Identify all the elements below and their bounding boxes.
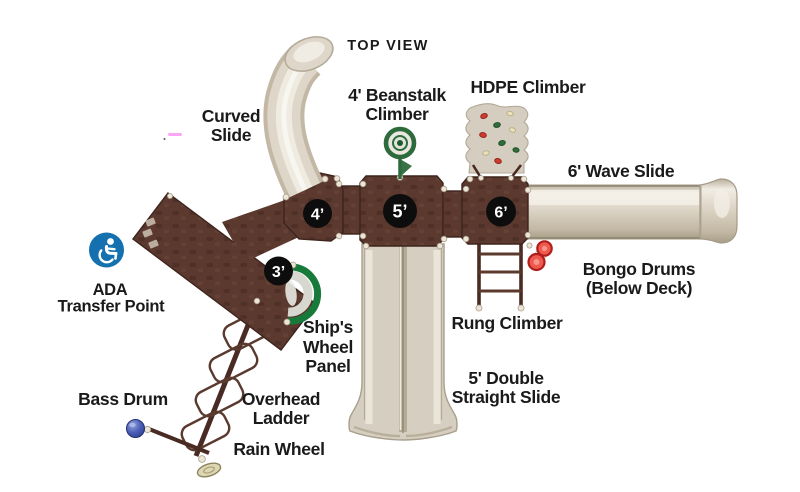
bass-drum bbox=[126, 419, 145, 438]
label-hdpe-climber: HDPE Climber bbox=[470, 77, 586, 97]
label-wave-slide: 6' Wave Slide bbox=[568, 161, 675, 181]
ladder-crossbar bbox=[148, 427, 210, 455]
deck-badge-5-label: 5’ bbox=[392, 202, 407, 222]
deck-badge-6 bbox=[486, 196, 516, 227]
label-ships-wheel-line1: Ship's bbox=[303, 317, 354, 337]
label-overhead-line2: Ladder bbox=[253, 408, 310, 428]
page-title: TOP VIEW bbox=[347, 38, 429, 54]
deck-badge-4 bbox=[303, 199, 332, 228]
wave-slide bbox=[525, 178, 738, 244]
label-ada-line1: ADA bbox=[93, 281, 128, 299]
bongo-drums bbox=[526, 240, 553, 272]
deck-ramp bbox=[222, 200, 301, 262]
pink-artifact-mark bbox=[163, 133, 182, 140]
label-beanstalk-line1: 4' Beanstalk bbox=[348, 85, 446, 105]
wheelchair-icon bbox=[89, 232, 124, 268]
rung-climber bbox=[475, 242, 525, 312]
deck-badge-6-label: 6’ bbox=[494, 205, 507, 222]
double-straight-slide bbox=[348, 243, 458, 441]
label-double-slide-line2: Straight Slide bbox=[452, 387, 561, 407]
deck-badge-4-label: 4’ bbox=[311, 207, 324, 224]
ada-transfer-steps bbox=[142, 217, 159, 249]
label-ada-line2: Transfer Point bbox=[58, 298, 166, 316]
label-beanstalk-line2: Climber bbox=[365, 104, 429, 124]
label-bongo-line1: Bongo Drums bbox=[583, 259, 696, 279]
label-bass-drum: Bass Drum bbox=[78, 389, 168, 409]
ships-wheel-panel bbox=[283, 261, 322, 326]
label-overhead-line1: Overhead bbox=[242, 389, 320, 409]
label-ships-wheel-line3: Panel bbox=[305, 356, 350, 376]
deck-badge-3 bbox=[264, 256, 293, 286]
deck-badge-3-label: 3’ bbox=[272, 264, 285, 281]
label-rung-climber: Rung Climber bbox=[451, 313, 563, 333]
hdpe-climbing-holds bbox=[479, 110, 520, 164]
label-rain-wheel: Rain Wheel bbox=[233, 439, 324, 459]
label-curved-slide-line1: Curved bbox=[202, 106, 261, 126]
rain-wheel bbox=[196, 462, 222, 478]
label-double-slide-line1: 5' Double bbox=[468, 368, 544, 388]
hdpe-climber-panel bbox=[465, 103, 529, 179]
labels: TOP VIEW Curved Slide 4' Beanstalk Climb… bbox=[58, 38, 696, 459]
curved-slide bbox=[263, 36, 334, 201]
label-bongo-line2: (Below Deck) bbox=[586, 278, 692, 298]
overhead-ladder bbox=[143, 299, 273, 463]
deck-badges: 3’ 4’ 5’ 6’ bbox=[264, 194, 516, 286]
label-ships-wheel-line2: Wheel bbox=[303, 337, 353, 357]
deck-badge-5 bbox=[383, 194, 417, 228]
beanstalk-climber bbox=[383, 126, 417, 179]
label-curved-slide-line2: Slide bbox=[211, 125, 252, 145]
